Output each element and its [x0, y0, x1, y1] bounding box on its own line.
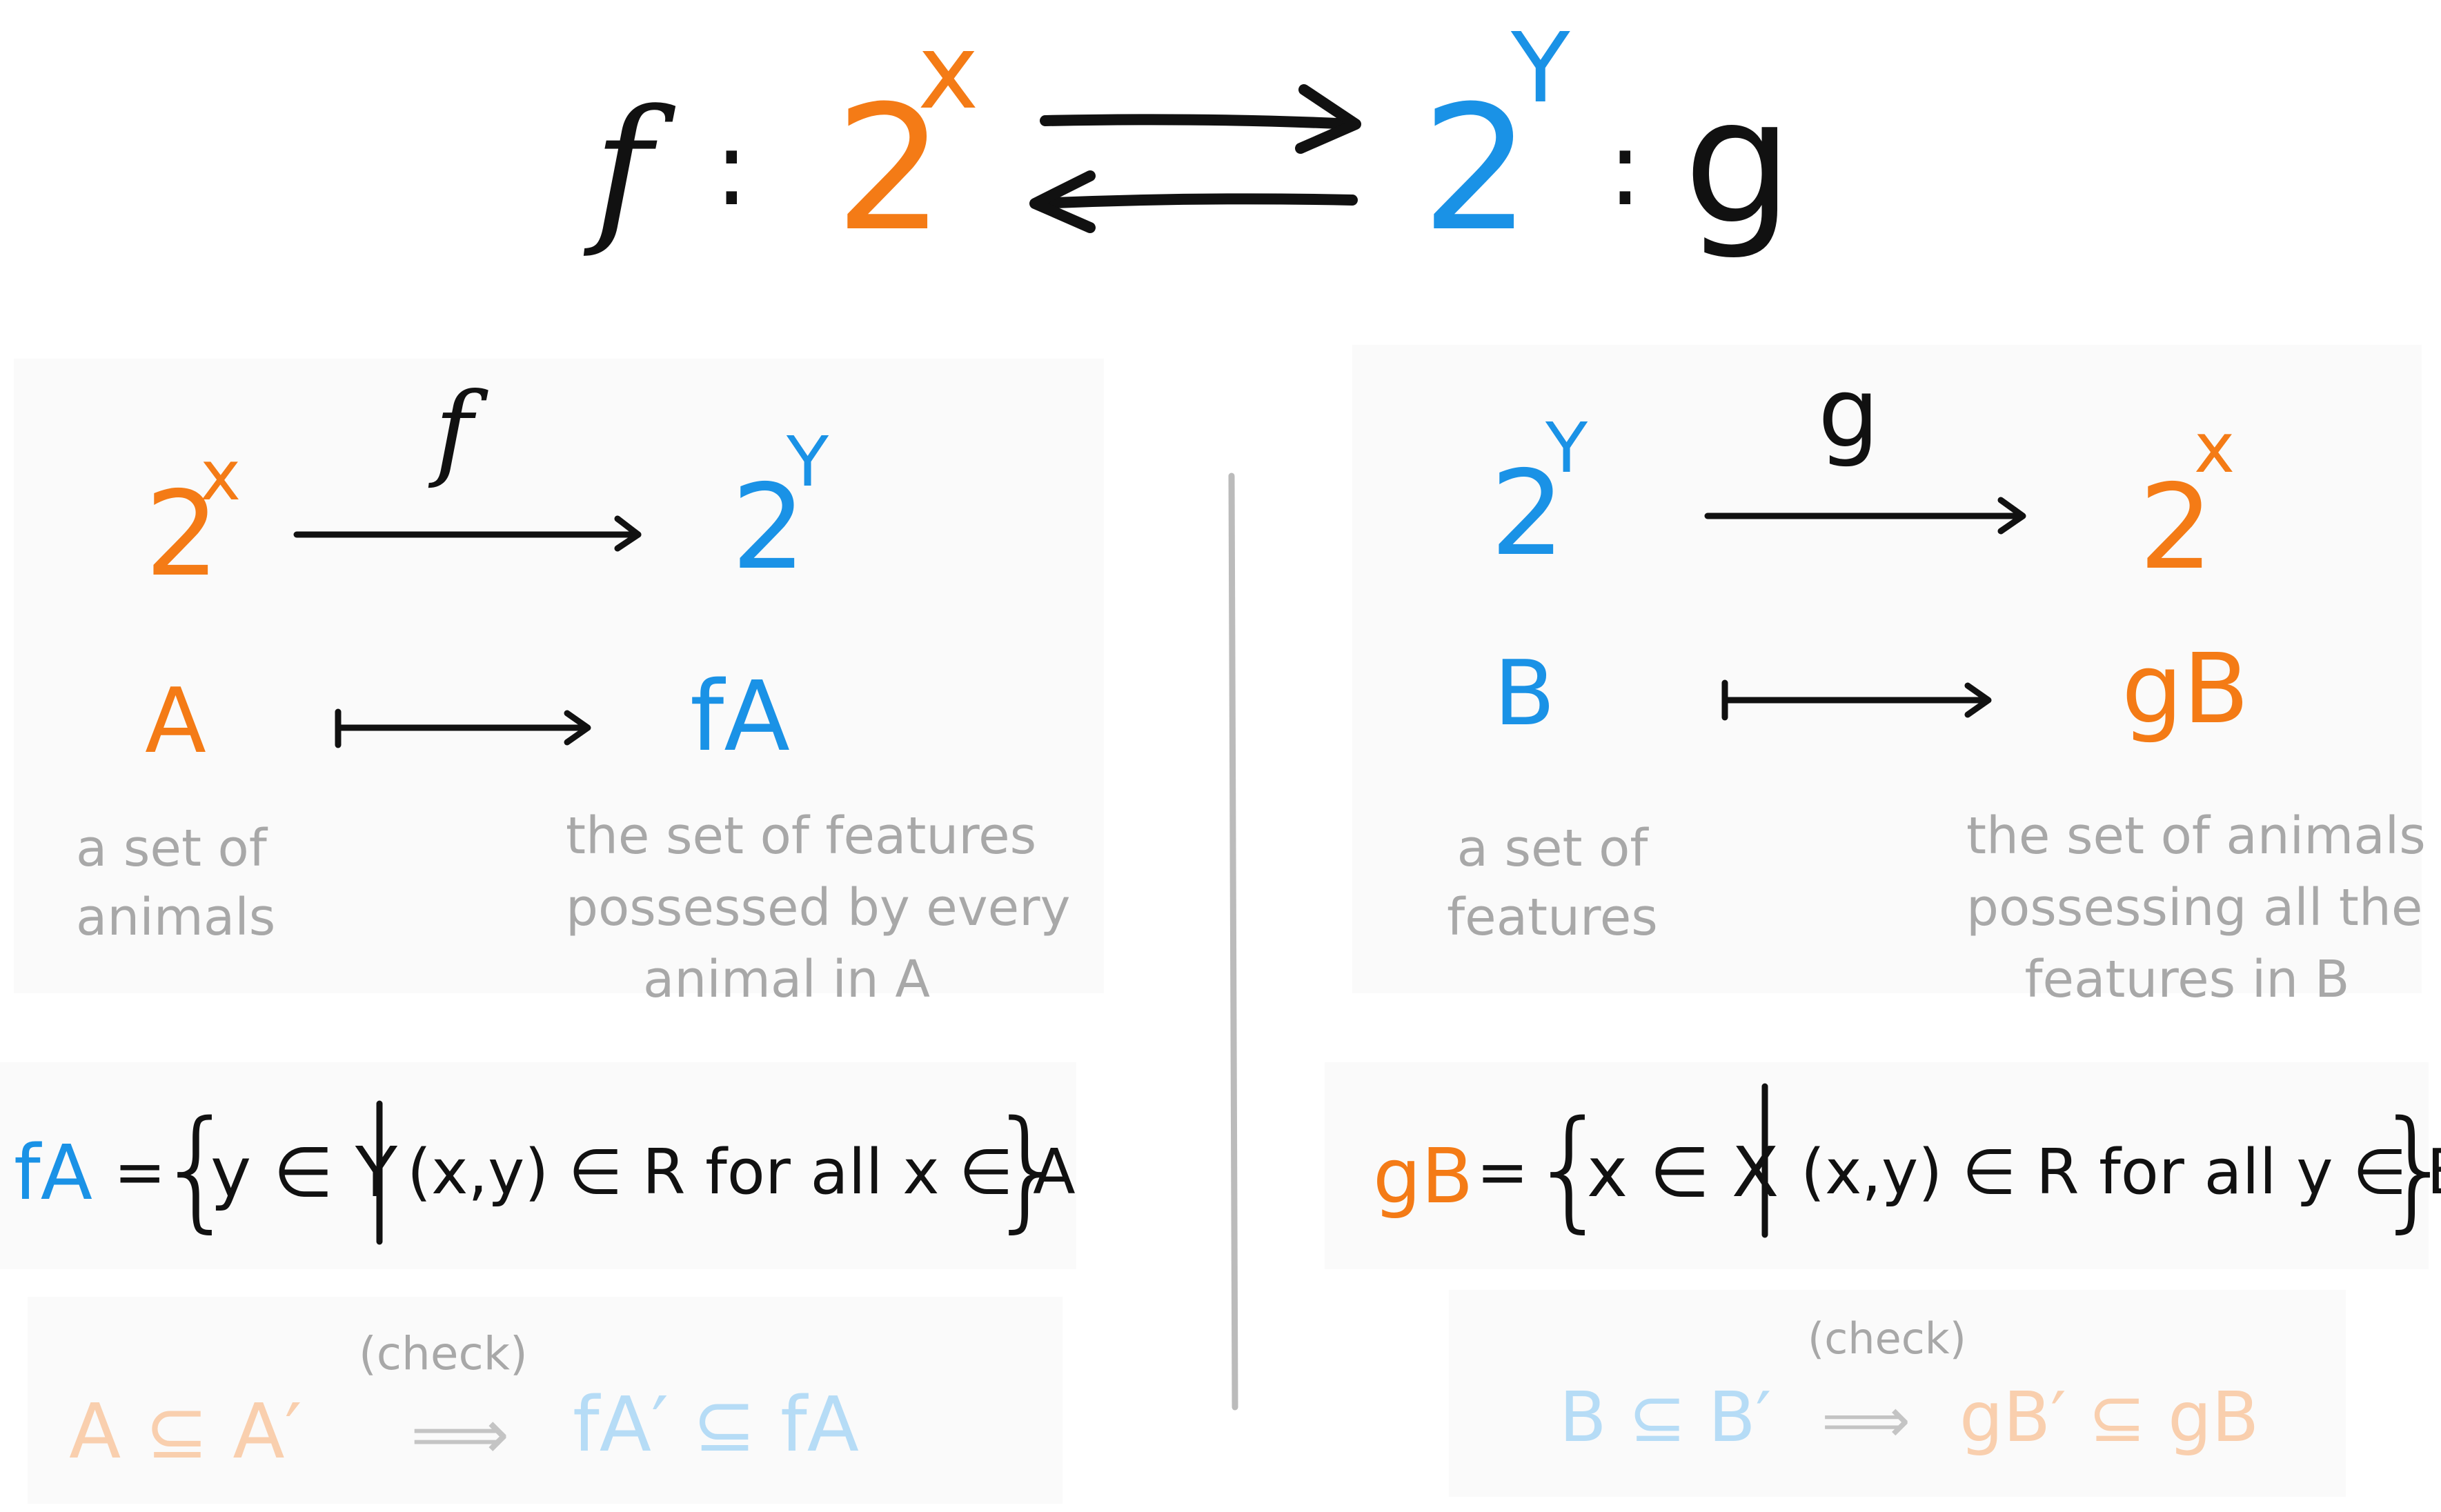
left-caption-target: the set of features possessed by every a… — [566, 800, 1071, 1015]
right-map-arrow — [1704, 497, 2026, 535]
right-caption-target: the set of animals possessing all the fe… — [1966, 800, 2426, 1015]
right-check-label: (check) — [1808, 1313, 1966, 1364]
left-target-base: 2 — [731, 459, 807, 596]
header-colon-right: : — [1608, 109, 1643, 229]
left-source-base: 2 — [145, 466, 220, 603]
left-target-exp: Y — [787, 421, 829, 502]
right-formula-set-var: x ∈ X — [1587, 1132, 1779, 1213]
header-power-x-base: 2 — [835, 68, 945, 269]
right-formula-brace-close: } — [2373, 1104, 2441, 1235]
right-check-implies: ⟹ — [1821, 1384, 1911, 1457]
right-formula-panel — [1325, 1062, 2429, 1269]
right-caption-target-line1: the set of animals — [1966, 806, 2426, 866]
right-caption-target-line3: features in B — [2024, 950, 2350, 1009]
right-check-premise: B ⊆ B′ — [1559, 1377, 1772, 1458]
left-caption-source: a set of animals — [76, 814, 275, 952]
header-colon-left: : — [714, 109, 749, 229]
left-caption-target-line3: animal in A — [643, 950, 930, 1009]
right-caption-source-line2: features — [1447, 888, 1658, 947]
header-g: g — [1683, 61, 1793, 262]
left-caption-source-line2: animals — [76, 888, 276, 947]
left-caption-source-line1: a set of — [76, 819, 267, 878]
right-check-panel — [1449, 1290, 2346, 1497]
right-mapsto-arrow — [1721, 679, 1992, 721]
right-formula-brace-open: { — [1528, 1093, 1612, 1245]
left-check-premise: A ⊆ A′ — [69, 1387, 302, 1475]
right-caption-source-line1: a set of — [1456, 819, 1648, 878]
right-source-base: 2 — [1490, 446, 1565, 582]
right-target-exp: x — [2194, 408, 2235, 488]
right-map-label-g: g — [1818, 357, 1879, 470]
header-forward-arrow — [1040, 84, 1361, 154]
left-check-conclusion: fA′ ⊆ fA — [573, 1380, 860, 1469]
header-power-y-base: 2 — [1421, 68, 1532, 269]
right-formula-eq: = — [1476, 1136, 1529, 1208]
left-check-implies: ⟹ — [411, 1394, 510, 1475]
left-diagram-panel — [14, 359, 1104, 993]
header-power-y-exp: Y — [1511, 12, 1570, 125]
left-formula-panel — [0, 1062, 1076, 1269]
left-caption-target-line2: possessed by every — [566, 878, 1071, 937]
right-formula-condition: (x,y) ∈ R for all y ∈ B — [1801, 1136, 2441, 1208]
header-f: f — [593, 77, 653, 261]
center-divider — [1228, 472, 1238, 1411]
right-diagram-panel — [1352, 345, 2422, 993]
right-caption-target-line2: possessing all the — [1966, 878, 2423, 937]
left-map-label-f: f — [435, 371, 473, 491]
left-element-A: A — [145, 668, 206, 773]
left-formula-condition: (x,y) ∈ R for all x ∈ A — [407, 1136, 1076, 1208]
left-caption-target-line1: the set of features — [566, 806, 1037, 866]
left-formula-brace-open: { — [155, 1093, 239, 1245]
right-target-base: 2 — [2139, 459, 2214, 596]
left-image-fA: fA — [690, 661, 791, 773]
right-image-gB: gB — [2122, 633, 2249, 746]
left-formula-set-var: y ∈ Y — [210, 1132, 397, 1213]
header-power-x-exp: x — [918, 12, 979, 132]
right-formula-lhs: gB — [1373, 1132, 1474, 1220]
left-formula-brace-close: } — [987, 1093, 1070, 1245]
right-source-exp: Y — [1545, 408, 1588, 488]
left-source-exp: x — [200, 435, 241, 516]
right-caption-source: a set of features — [1435, 814, 1670, 952]
left-formula-eq: = — [114, 1136, 166, 1208]
header-backward-arrow — [1029, 170, 1358, 233]
right-check-conclusion: gB′ ⊆ gB — [1959, 1377, 2260, 1458]
left-mapsto-arrow — [335, 708, 591, 748]
left-map-arrow — [293, 515, 642, 552]
left-formula-lhs: fA — [14, 1128, 92, 1217]
left-check-label: (check) — [359, 1327, 528, 1380]
left-check-panel — [28, 1297, 1063, 1504]
right-element-B: B — [1494, 641, 1556, 746]
